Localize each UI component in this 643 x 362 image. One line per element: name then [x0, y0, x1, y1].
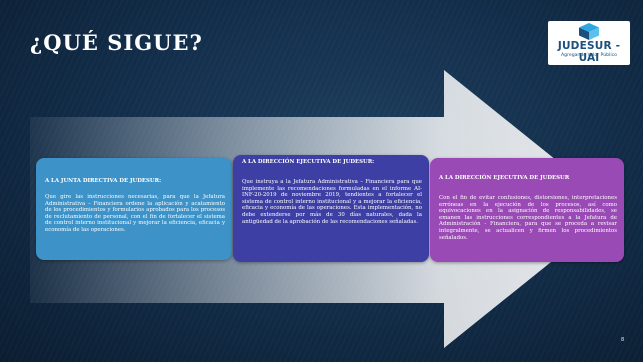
- card-body: Con el fin de evitar confusiones, distor…: [439, 195, 617, 241]
- slide-title: ¿QUÉ SIGUE?: [30, 30, 203, 55]
- page-number: 8: [621, 337, 625, 343]
- cube-icon: [579, 23, 599, 40]
- recommendation-card-direccion-ejecutiva: A LA DIRECCIÓN EJECUTIVA DE JUDESUR: Que…: [233, 155, 429, 262]
- card-body: Que gire las instrucciones necesarias, p…: [45, 194, 225, 233]
- card-body: Que instruya a la Jefatura Administrativ…: [242, 179, 422, 225]
- card-heading: A LA JUNTA DIRECTIVA DE JUDESUR:: [45, 178, 162, 184]
- logo-tagline: Agregando Valor Público: [561, 53, 617, 58]
- judesur-uai-logo: JUDESUR - UAI Agregando Valor Público: [548, 21, 630, 65]
- recommendation-card-direccion-ejecutiva-2: A LA DIRECCIÓN EJECUTIVA DE JUDESUR Con …: [430, 158, 624, 262]
- card-heading: A LA DIRECCIÓN EJECUTIVA DE JUDESUR: [439, 175, 570, 181]
- recommendation-card-junta-directiva: A LA JUNTA DIRECTIVA DE JUDESUR: Que gir…: [36, 158, 232, 260]
- card-heading: A LA DIRECCIÓN EJECUTIVA DE JUDESUR:: [242, 159, 375, 165]
- logo-name: JUDESUR - UAI: [557, 40, 621, 64]
